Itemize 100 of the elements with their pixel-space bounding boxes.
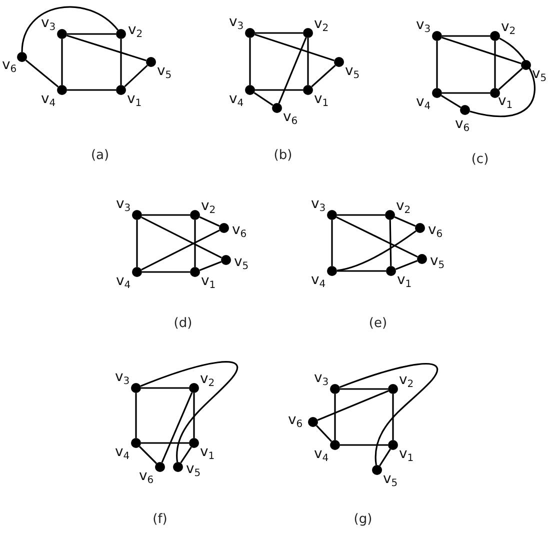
- graph-edge: [124, 64, 148, 88]
- graph-edge: [199, 261, 222, 271]
- vertex-label: v$_{6}$: [139, 468, 154, 484]
- panel-caption: (d): [174, 316, 192, 331]
- graph-edge: [395, 260, 418, 270]
- vertex-label: v$_{4}$: [41, 91, 56, 107]
- graph-edge: [199, 216, 220, 227]
- vertex-label: v$_{5}$: [186, 461, 201, 477]
- graph-edge: [389, 220, 392, 266]
- graph-edge: [436, 41, 438, 88]
- vertex-label: v$_{5}$: [157, 63, 172, 79]
- panel-caption: (g): [354, 512, 372, 527]
- vertex-label: v$_{3}$: [41, 15, 56, 31]
- graph-edge: [142, 214, 190, 216]
- panel-caption: (b): [274, 148, 292, 163]
- graph-edge: [61, 39, 63, 85]
- graph-edge: [394, 216, 416, 227]
- graph-edge: [334, 394, 336, 440]
- graph-edge: [67, 89, 116, 91]
- graph-edge: [120, 39, 122, 85]
- vertex-label: v$_{3}$: [416, 17, 431, 33]
- graph-edge: [340, 388, 388, 390]
- vertex-label: v$_{1}$: [498, 93, 513, 109]
- vertex-label: v$_{2}$: [314, 16, 329, 32]
- graph-edge: [254, 34, 334, 62]
- panel-caption: (f): [152, 512, 168, 527]
- panel-caption: (c): [471, 152, 489, 167]
- graph-edge: [193, 393, 195, 438]
- vertex-label: v$_{1}$: [314, 91, 329, 107]
- graph-edge: [392, 394, 394, 440]
- vertex-label: v$_{2}$: [128, 22, 143, 38]
- vertex-label: v$_{4}$: [115, 444, 130, 460]
- graph-edge: [442, 92, 490, 94]
- graph-edge: [331, 220, 333, 266]
- graph-edge: [336, 230, 416, 272]
- vertex-label: v$_{6}$: [283, 109, 298, 125]
- vertex-label: v$_{4}$: [416, 94, 431, 110]
- graph-edge: [142, 271, 190, 273]
- graph-edge: [255, 89, 303, 91]
- vertex-label: v$_{5}$: [532, 66, 547, 82]
- graph-edge: [135, 393, 137, 438]
- graph-edge: [141, 442, 189, 444]
- vertex-label: v$_{4}$: [311, 272, 326, 288]
- vertex-label: v$_{2}$: [396, 198, 411, 214]
- graph-edge: [340, 444, 388, 446]
- vertex-label: v$_{5}$: [234, 254, 249, 270]
- graph-edge: [337, 270, 386, 272]
- panel-caption: (e): [368, 316, 388, 331]
- panel-caption: (a): [90, 148, 110, 163]
- graph-edge: [311, 64, 336, 88]
- vertex-label: v$_{2}$: [200, 371, 215, 387]
- graph-edge: [66, 34, 146, 62]
- vertex-label: v$_{3}$: [229, 14, 244, 30]
- graph-edge: [442, 36, 522, 64]
- vertex-label: v$_{4}$: [314, 446, 329, 462]
- graph-edge: [442, 35, 490, 37]
- vertex-label: v$_{2}$: [399, 372, 414, 388]
- graph-edge: [278, 37, 307, 104]
- vertex-label: v$_{5}$: [383, 471, 398, 487]
- graph-edge: [140, 361, 238, 462]
- graph-edge: [161, 392, 193, 463]
- graph-edge: [337, 214, 385, 216]
- vertex-label: v$_{1}$: [127, 91, 142, 107]
- vertex-label: v$_{4}$: [116, 273, 131, 289]
- graph-edge: [194, 220, 196, 267]
- graph-edge: [21, 6, 118, 52]
- vertex-label: v$_{3}$: [116, 196, 131, 212]
- graph-edge: [25, 60, 59, 88]
- graph-edge: [138, 446, 158, 464]
- vertex-label: v$_{6}$: [288, 412, 303, 428]
- graph-edge: [255, 32, 303, 34]
- graph-edge: [339, 362, 438, 466]
- graph-edge: [379, 448, 391, 466]
- vertex-label: v$_{6}$: [428, 222, 443, 238]
- graph-edge: [470, 38, 536, 117]
- vertex-label: v$_{3}$: [311, 196, 326, 212]
- vertex-label: v$_{2}$: [201, 198, 216, 214]
- graph-edge: [336, 216, 418, 258]
- graph-edge: [317, 390, 389, 421]
- graph-edge: [136, 220, 138, 267]
- graph-edge: [67, 33, 116, 35]
- vertex-label: v$_{5}$: [345, 63, 360, 79]
- graph-edge: [440, 94, 462, 108]
- vertex-label: v$_{1}$: [201, 273, 216, 289]
- graph-edge: [494, 41, 496, 88]
- vertex-label: v$_{6}$: [2, 57, 17, 73]
- vertex-label: v$_{1}$: [399, 446, 414, 462]
- graph-edge: [316, 425, 332, 442]
- graph-edge: [141, 230, 220, 270]
- vertex-label: v$_{1}$: [200, 444, 215, 460]
- graph-edge: [180, 446, 192, 464]
- graph-edge: [141, 387, 189, 389]
- graph-edge: [141, 216, 222, 258]
- vertex-label: v$_{4}$: [229, 91, 244, 107]
- graph-edge: [254, 92, 274, 106]
- vertex-label: v$_{5}$: [430, 253, 445, 269]
- graph-edge: [249, 38, 251, 85]
- vertex-label: v$_{3}$: [314, 370, 329, 386]
- vertex-label: v$_{2}$: [501, 19, 516, 35]
- vertex-label: v$_{6}$: [455, 116, 470, 132]
